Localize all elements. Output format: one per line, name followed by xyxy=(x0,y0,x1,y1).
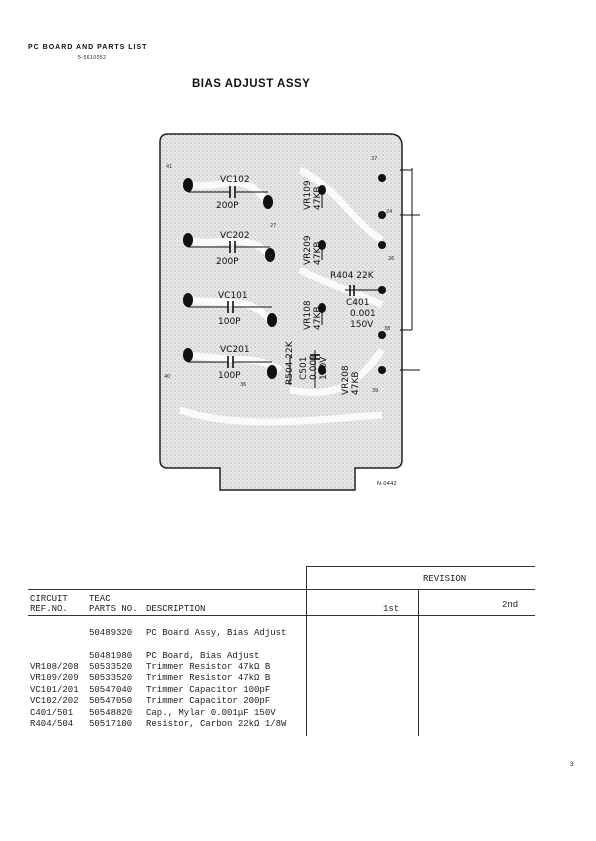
svg-text:VR109: VR109 xyxy=(303,180,313,210)
col-parts: PARTS NO. xyxy=(89,604,138,614)
svg-text:150V: 150V xyxy=(350,320,374,330)
solder-pads xyxy=(183,174,386,379)
svg-text:VC202: VC202 xyxy=(220,231,250,241)
page-title: BIAS ADJUST ASSY xyxy=(192,78,311,90)
svg-text:0.001: 0.001 xyxy=(309,354,319,380)
row-part: 50533520 xyxy=(89,662,133,672)
row-part: 50547040 xyxy=(89,685,133,695)
board-outline xyxy=(159,133,403,491)
svg-text:R404 22K: R404 22K xyxy=(330,271,375,281)
svg-text:200P: 200P xyxy=(216,257,239,267)
row-desc: Trimmer Capacitor 200pF xyxy=(146,696,271,706)
svg-text:VR108: VR108 xyxy=(303,300,313,330)
row-desc: PC Board, Bias Adjust xyxy=(146,651,260,661)
svg-text:47KB: 47KB xyxy=(351,371,361,395)
svg-text:47KB: 47KB xyxy=(313,306,323,330)
col-teac: TEAC xyxy=(89,594,111,604)
svg-text:41: 41 xyxy=(166,164,172,170)
svg-text:VR208: VR208 xyxy=(341,365,351,395)
svg-text:R504 22K: R504 22K xyxy=(285,340,295,385)
component-leads xyxy=(188,168,420,388)
svg-text:C401: C401 xyxy=(346,298,369,308)
svg-text:47KB: 47KB xyxy=(313,186,323,210)
pin-labels: 41 37 27 24 26 36 38 40 39 xyxy=(164,156,394,394)
svg-text:38: 38 xyxy=(384,326,390,332)
col-ref: REF.NO. xyxy=(30,604,68,614)
row-ref: VC101/201 xyxy=(30,685,79,695)
svg-text:36: 36 xyxy=(240,382,246,388)
row-desc: Trimmer Resistor 47kΩ B xyxy=(146,673,271,683)
col-circuit: CIRCUIT xyxy=(30,594,68,604)
svg-text:C501: C501 xyxy=(299,357,309,380)
capacitor-symbols xyxy=(227,186,355,368)
row-part: 50547050 xyxy=(89,696,133,706)
row-ref: VR108/208 xyxy=(30,662,79,672)
svg-text:47KB: 47KB xyxy=(313,241,323,265)
revision-mid-rule xyxy=(418,589,419,736)
row-part: 50481980 xyxy=(89,651,133,661)
document-code: 5-5610052 xyxy=(78,55,107,61)
svg-text:VC101: VC101 xyxy=(218,291,248,301)
page-number: 3 xyxy=(570,762,574,768)
svg-text:VR209: VR209 xyxy=(303,235,313,265)
figure-number: N-0442 xyxy=(377,481,397,487)
col-rev-second: 2nd xyxy=(502,600,519,610)
revision-left-rule xyxy=(306,566,307,736)
svg-text:100P: 100P xyxy=(218,317,241,327)
svg-text:24: 24 xyxy=(386,209,392,215)
section-heading: PC BOARD AND PARTS LIST xyxy=(28,44,148,51)
col-rev-first: 1st xyxy=(383,604,400,614)
row-part: 50548820 xyxy=(89,708,133,718)
row-ref: R404/504 xyxy=(30,719,74,729)
row-ref: VR109/209 xyxy=(30,673,79,683)
svg-text:27: 27 xyxy=(270,223,276,229)
row-part: 50517100 xyxy=(89,719,133,729)
svg-text:26: 26 xyxy=(388,256,394,262)
svg-text:VC201: VC201 xyxy=(220,345,250,355)
header-bottom-rule xyxy=(28,615,535,616)
header-top-rule xyxy=(28,589,535,590)
row-part: 50489320 xyxy=(89,628,133,638)
row-desc: Resistor, Carbon 22kΩ 1/8W xyxy=(146,719,287,729)
svg-text:VC102: VC102 xyxy=(220,175,250,185)
row-part: 50533520 xyxy=(89,673,133,683)
row-desc: Trimmer Resistor 47kΩ B xyxy=(146,662,271,672)
row-ref: VC102/202 xyxy=(30,696,79,706)
row-desc: Trimmer Capacitor 100pF xyxy=(146,685,271,695)
svg-text:39: 39 xyxy=(372,388,378,394)
row-desc: PC Board Assy, Bias Adjust xyxy=(146,628,287,638)
row-ref: C401/501 xyxy=(30,708,74,718)
row-desc: Cap., Mylar 0.001μF 150V xyxy=(146,708,276,718)
svg-text:37: 37 xyxy=(371,156,377,162)
svg-text:100P: 100P xyxy=(218,371,241,381)
svg-text:200P: 200P xyxy=(216,201,239,211)
revision-label: REVISION xyxy=(423,574,467,584)
col-description: DESCRIPTION xyxy=(146,604,206,614)
svg-text:150V: 150V xyxy=(319,356,329,380)
svg-text:0.001: 0.001 xyxy=(350,309,376,319)
svg-text:40: 40 xyxy=(164,374,170,380)
revision-top-rule xyxy=(306,566,535,567)
